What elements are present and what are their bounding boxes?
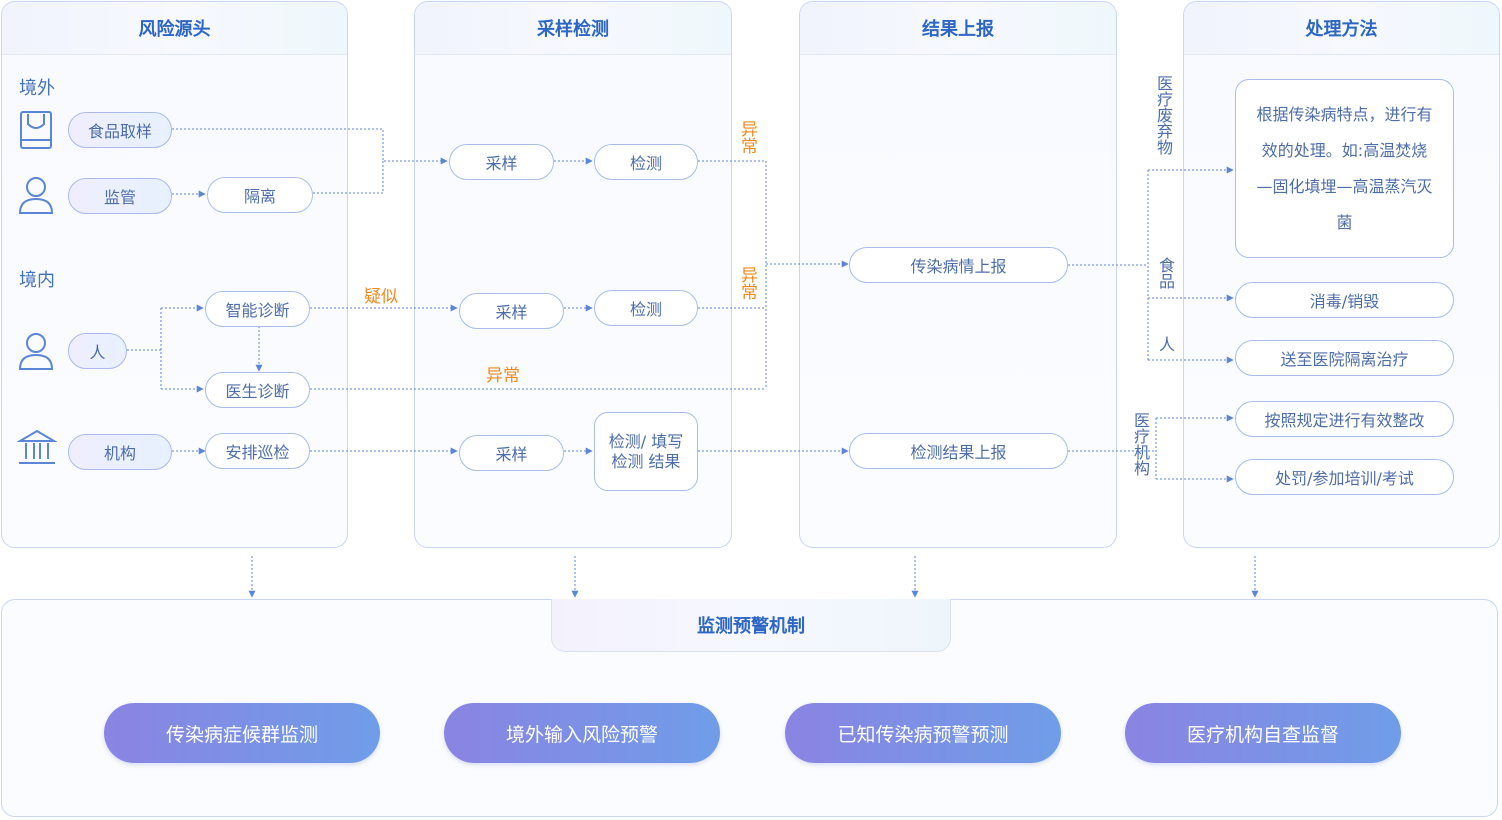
mechanism-panel: 监测预警机制 传染病症候群监测 境外输入风险预警 已知传染病预警预测 医疗机构自… [1, 599, 1498, 817]
node-detect-1: 检测 [594, 144, 698, 180]
label-medical-waste: 医疗废弃物 [1154, 75, 1173, 155]
column-title-sampling: 采样检测 [415, 2, 731, 55]
person-icon-domestic [17, 331, 55, 375]
mechanism-item-self-inspection[interactable]: 医疗机构自查监督 [1125, 703, 1401, 763]
detect-fill-result-label: 检测/ 填写检测 结果 [608, 431, 684, 471]
institution-building-icon [16, 429, 58, 471]
mechanism-title: 监测预警机制 [551, 599, 951, 652]
node-sample-3: 采样 [459, 435, 564, 471]
node-sample-2: 采样 [459, 293, 564, 329]
node-waste-method: 根据传染病特点，进行有效的处理。如:高温焚烧—固化填埋—高温蒸汽灭菌 [1235, 79, 1454, 258]
mechanism-item-import-risk[interactable]: 境外输入风险预警 [444, 703, 720, 763]
column-risk-source: 风险源头 [1, 1, 348, 548]
waste-method-text: 根据传染病特点，进行有效的处理。如:高温焚烧—固化填埋—高温蒸汽灭菌 [1256, 104, 1433, 232]
node-smart-diagnosis: 智能诊断 [205, 291, 310, 327]
label-domestic: 境内 [19, 270, 55, 291]
node-doctor-diagnosis: 医生诊断 [205, 372, 310, 408]
label-abnormal-3: 异常 [486, 366, 520, 386]
food-box-icon [19, 110, 53, 154]
node-sample-1: 采样 [449, 144, 554, 180]
label-suspected: 疑似 [364, 287, 398, 307]
node-epidemic-report: 传染病情上报 [849, 247, 1068, 283]
label-people: 人 [1156, 336, 1175, 352]
label-medical-institution: 医疗机构 [1131, 412, 1150, 476]
person-icon-overseas [17, 175, 55, 219]
label-abnormal-1: 异常 [737, 120, 757, 154]
node-detect-fill-result: 检测/ 填写检测 结果 [594, 412, 698, 491]
node-result-report: 检测结果上报 [849, 433, 1068, 469]
node-rectify: 按照规定进行有效整改 [1235, 401, 1454, 437]
node-supervision: 监管 [68, 178, 172, 214]
column-title-handling: 处理方法 [1184, 2, 1499, 55]
column-title-risk-source: 风险源头 [2, 2, 347, 55]
node-penalty: 处罚/参加培训/考试 [1235, 459, 1454, 495]
node-food-sampling: 食品取样 [68, 112, 172, 148]
node-institution: 机构 [68, 434, 172, 470]
node-disinfect: 消毒/销毁 [1235, 282, 1454, 318]
node-inspection: 安排巡检 [205, 433, 310, 469]
node-isolation: 隔离 [207, 177, 313, 213]
label-abnormal-2: 异常 [737, 266, 757, 300]
mechanism-item-syndrome[interactable]: 传染病症候群监测 [104, 703, 380, 763]
node-hospital: 送至医院隔离治疗 [1235, 340, 1454, 376]
mechanism-item-known-disease[interactable]: 已知传染病预警预测 [785, 703, 1061, 763]
node-person: 人 [68, 333, 127, 369]
node-detect-2: 检测 [594, 290, 698, 326]
label-overseas: 境外 [19, 78, 55, 99]
label-food: 食品 [1156, 257, 1175, 289]
column-title-report: 结果上报 [800, 2, 1116, 55]
